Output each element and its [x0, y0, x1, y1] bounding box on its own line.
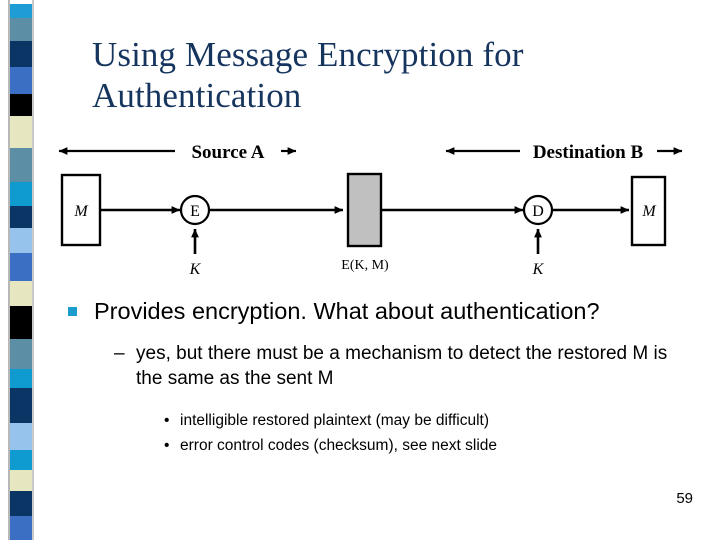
stripe-swatch-4	[10, 67, 32, 94]
stripe-swatch-1	[10, 4, 32, 18]
stripe-swatch-9	[10, 206, 32, 228]
bullet-level2: – yes, but there must be a mechanism to …	[62, 341, 682, 392]
stripe-swatch-3	[10, 41, 32, 67]
dot-bullet-icon: •	[164, 436, 170, 454]
bullet-level2-text: yes, but there must be a mechanism to de…	[136, 343, 668, 390]
stripe-swatch-5	[10, 94, 32, 116]
stripe-swatch-15	[10, 369, 32, 388]
stripe-swatch-6	[10, 116, 32, 148]
destination-label: Destination B	[533, 142, 644, 163]
source-message-label: M	[73, 203, 89, 220]
bullet-level3: • error control codes (checksum), see ne…	[62, 435, 682, 457]
decorative-color-stripe	[8, 0, 34, 540]
stripe-swatch-8	[10, 182, 32, 206]
bullet-list: Provides encryption. What about authenti…	[62, 296, 682, 457]
stripe-swatch-21	[10, 516, 32, 540]
page-number: 59	[676, 490, 693, 507]
dash-bullet-icon: –	[114, 343, 125, 365]
square-bullet-icon	[68, 307, 77, 316]
source-label: Source A	[191, 142, 264, 163]
stripe-swatch-18	[10, 450, 32, 470]
bullet-level3-text: error control codes (checksum), see next…	[180, 436, 498, 454]
stripe-swatch-7	[10, 148, 32, 182]
dot-bullet-icon: •	[164, 411, 170, 429]
stripe-swatch-13	[10, 306, 32, 339]
source-key-label: K	[189, 261, 202, 278]
source-message-box	[60, 173, 102, 247]
encrypt-node-label: E	[190, 203, 200, 220]
destination-message-box	[630, 175, 667, 247]
destination-message-label: M	[641, 203, 657, 220]
stripe-swatch-19	[10, 470, 32, 491]
message-encryption-authentication-diagram: Source A Destination B M E K E(K, M) D	[45, 132, 705, 282]
decrypt-node-label: D	[532, 203, 544, 220]
stripe-swatch-11	[10, 253, 32, 281]
channel-box	[346, 172, 383, 248]
stripe-swatch-16	[10, 388, 32, 423]
bullet-level1: Provides encryption. What about authenti…	[62, 296, 682, 327]
stripe-swatch-20	[10, 491, 32, 516]
stripe-swatch-0	[10, 0, 32, 4]
bullet-level1-text: Provides encryption. What about authenti…	[94, 298, 600, 324]
channel-label: E(K, M)	[341, 258, 389, 273]
stripe-swatch-14	[10, 339, 32, 369]
stripe-swatch-2	[10, 18, 32, 41]
bullet-level3: • intelligible restored plaintext (may b…	[62, 410, 682, 432]
stripe-swatch-10	[10, 228, 32, 253]
stripe-swatch-17	[10, 423, 32, 450]
bullet-level3-text: intelligible restored plaintext (may be …	[180, 411, 490, 429]
page-title: Using Message Encryption for Authenticat…	[92, 35, 524, 116]
destination-key-label: K	[532, 261, 545, 278]
stripe-swatch-12	[10, 281, 32, 306]
